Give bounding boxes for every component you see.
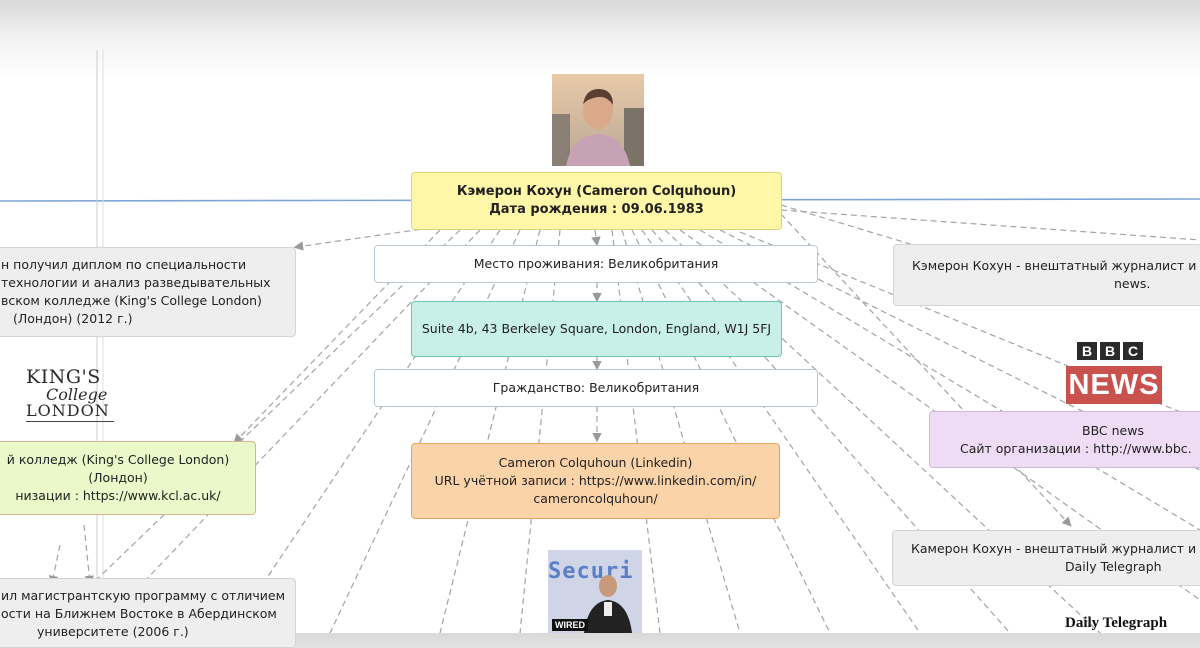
bbc-logo-b1: B: [1077, 342, 1097, 360]
bbc-news-logo: NEWS: [1066, 366, 1162, 404]
person-birthdate: Дата рождения : 09.06.1983: [489, 202, 704, 217]
kcl-logo-line2: College: [46, 385, 108, 404]
bbc-org-site: Сайт организации : http://www.bbc.: [960, 440, 1192, 456]
diploma-line1: н получил диплом по специальности: [1, 257, 247, 272]
citizenship-label: Гражданство: Великобритания: [492, 380, 700, 395]
linkedin-url-line1: URL учётной записи : https://www.linkedi…: [434, 473, 757, 488]
diploma-line4: (Лондон) (2012 г.): [13, 311, 133, 326]
person-photo: [552, 74, 644, 166]
bbc-org-name: BBC news: [1082, 422, 1144, 438]
security-talk-photo: Securi WIRED: [548, 550, 642, 633]
diploma-node[interactable]: н получил диплом по специальности технол…: [0, 247, 296, 337]
bbc-logo-c: C: [1123, 342, 1143, 360]
kcl-logo-line3: LONDON: [26, 401, 110, 420]
bbc-journalist-line1: Кэмерон Кохун - внештатный журналист и к: [912, 258, 1200, 273]
bbc-logo: B B C: [1077, 342, 1143, 360]
address-label: Suite 4b, 43 Berkeley Square, London, En…: [421, 321, 772, 336]
bbc-logo-b2: B: [1100, 342, 1120, 360]
telegraph-journalist-node[interactable]: Камерон Кохун - внештатный журналист и к…: [892, 530, 1200, 586]
person-node[interactable]: Кэмерон Кохун (Cameron Colquhoun) Дата р…: [411, 172, 782, 230]
diploma-line3: вском колледже (King's College London): [1, 293, 262, 308]
citizenship-node[interactable]: Гражданство: Великобритания: [374, 369, 818, 407]
person-name: Кэмерон Кохун (Cameron Colquhoun): [456, 184, 737, 199]
masters-line2: ости на Ближнем Востоке в Абердинском: [1, 606, 277, 621]
college-city: (Лондон): [88, 470, 148, 485]
linkedin-node[interactable]: Cameron Colquhoun (Linkedin) URL учётной…: [411, 443, 780, 519]
residence-node[interactable]: Место проживания: Великобритания: [374, 245, 818, 283]
telegraph-journalist-line1: Камерон Кохун - внештатный журналист и к: [911, 541, 1200, 556]
college-node[interactable]: й колледж (King's College London) (Лондо…: [0, 441, 256, 515]
masters-node[interactable]: ил магистрантскую программу с отличием о…: [0, 578, 296, 648]
kings-college-logo: KING'S College LONDON: [26, 368, 126, 422]
bbc-journalist-node[interactable]: Кэмерон Кохун - внештатный журналист и к…: [893, 244, 1200, 306]
kcl-logo-line1: KING'S: [26, 366, 101, 388]
kcl-logo-rule: [26, 421, 114, 422]
college-name: й колледж (King's College London): [6, 452, 230, 467]
linkedin-title: Cameron Colquhoun (Linkedin): [498, 455, 693, 470]
diploma-line2: технологии и анализ разведывательных: [1, 275, 271, 290]
residence-label: Место проживания: Великобритания: [473, 256, 719, 271]
daily-telegraph-logo: Daily Telegraph: [1065, 615, 1168, 631]
bbc-journalist-line2: news.: [1114, 276, 1151, 291]
bbc-org-node[interactable]: BBC news Сайт организации : http://www.b…: [929, 411, 1200, 468]
address-node[interactable]: Suite 4b, 43 Berkeley Square, London, En…: [411, 301, 782, 357]
masters-line3: университете (2006 г.): [37, 624, 189, 639]
telegraph-journalist-line2: Daily Telegraph: [1065, 559, 1162, 574]
masters-line1: ил магистрантскую программу с отличием: [1, 588, 286, 603]
security-banner: Securi: [548, 559, 634, 584]
college-site: низации : https://www.kcl.ac.uk/: [15, 488, 221, 503]
wired-logo: WIRED: [552, 619, 588, 631]
linkedin-url-line2: cameroncolquhoun/: [533, 491, 658, 506]
